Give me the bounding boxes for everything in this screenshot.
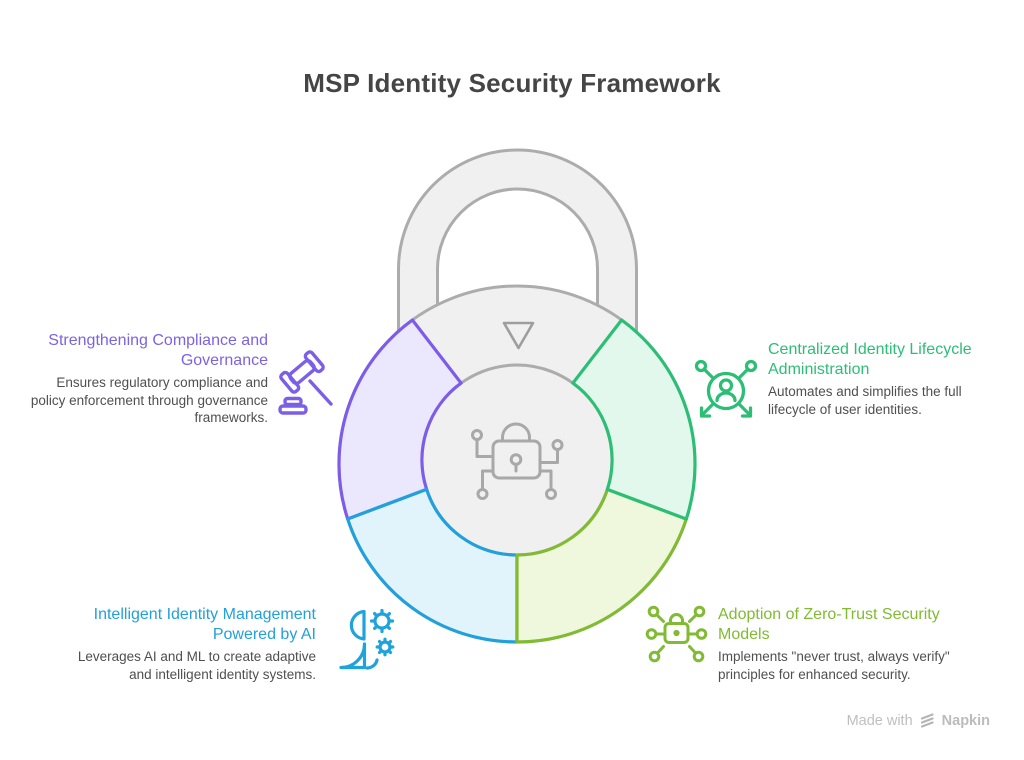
section-title: Strengthening Compliance and Governance [48, 332, 268, 369]
section-description: Automates and simplifies the full lifecy… [768, 384, 962, 417]
section-description: Leverages AI and ML to create adaptive a… [77, 649, 316, 682]
section-title: Intelligent Identity Management Powered … [93, 606, 316, 643]
made-with-label: Made with [846, 712, 913, 729]
ring-segment-lifecycle [571, 318, 697, 521]
ring-segment-compliance [337, 318, 463, 521]
ring-segment-ai [346, 487, 519, 644]
page-title: MSP Identity Security Framework [303, 68, 721, 98]
brand-label: Napkin [941, 712, 990, 729]
section-description: Implements "never trust, always verify" … [718, 649, 950, 682]
padlock-shackle [397, 148, 638, 347]
identity-distribution-icon [694, 359, 758, 418]
ai-head-gears-icon [339, 608, 395, 670]
napkin-logo-icon [920, 713, 934, 728]
network-lock-icon [645, 605, 708, 663]
gavel-icon [278, 350, 333, 415]
section-zero-trust: Adoption of Zero-Trust Security Models I… [718, 605, 956, 683]
down-triangle-icon [502, 321, 535, 350]
section-compliance: Strengthening Compliance and Governance … [28, 331, 268, 427]
section-title: Centralized Identity Lifecycle Administr… [768, 341, 972, 378]
section-title: Adoption of Zero-Trust Security Models [718, 606, 940, 643]
section-lifecycle: Centralized Identity Lifecycle Administr… [768, 340, 1000, 418]
section-description: Ensures regulatory compliance and policy… [30, 375, 268, 425]
ring-segment-zero-trust [515, 487, 688, 644]
made-with-napkin: Made with Napkin [847, 712, 990, 729]
circuit-lock-icon [471, 422, 564, 500]
section-ai: Intelligent Identity Management Powered … [71, 605, 316, 683]
